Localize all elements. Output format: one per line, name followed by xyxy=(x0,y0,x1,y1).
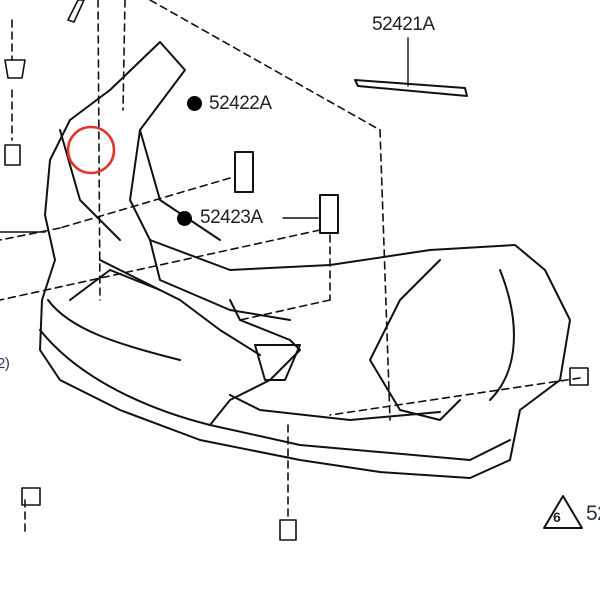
part-52422A-shape xyxy=(234,151,254,193)
part-label-52421A[interactable]: 52421A xyxy=(372,14,435,35)
highlight-circle xyxy=(66,125,116,175)
part-52423A-shape xyxy=(319,194,339,234)
warning-number: 6 xyxy=(553,509,561,525)
bumper-cover xyxy=(39,41,571,479)
part-52421A-shape xyxy=(354,79,468,97)
edge-label-right[interactable]: 52 xyxy=(586,502,600,525)
part-label-52423A[interactable]: 52423A xyxy=(200,207,263,228)
part-label-52422A[interactable]: 52422A xyxy=(209,93,272,114)
bullet-icon xyxy=(177,211,192,226)
clip-icons xyxy=(4,0,589,541)
edge-label-left: 2) xyxy=(0,355,10,372)
leader-lines xyxy=(0,0,581,536)
bullet-icon xyxy=(187,96,202,111)
warning-triangle-icon xyxy=(543,495,583,529)
